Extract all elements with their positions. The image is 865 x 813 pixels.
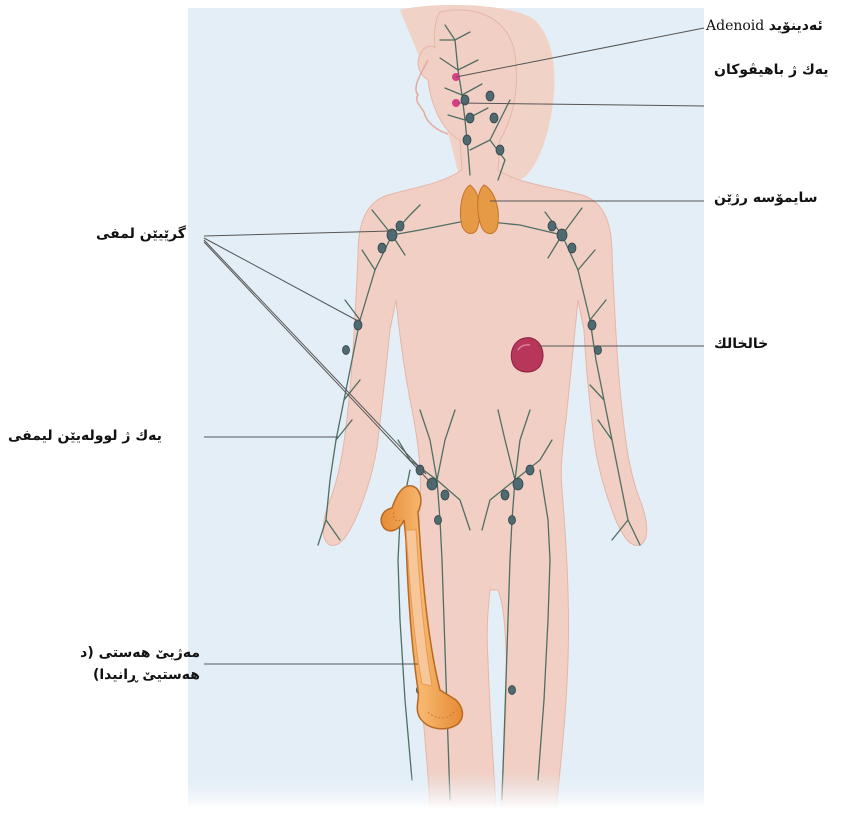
label-adenoid: Adenoid ئەدینۆید [706,18,823,34]
label-lymph-vessel: یەك ژ لوولەیێن لیمفی [8,428,162,444]
label-adenoid-latin: Adenoid [706,18,764,34]
label-adenoid-kurdish: ئەدینۆید [769,18,823,34]
label-tonsil: یەك ژ باهیڤوکان [714,62,829,78]
label-thymus: سایمۆسە رژێن [714,190,818,206]
bottom-fade [188,600,704,809]
label-bone-marrow: مەژیێ هەستی (د هەستیێ ڕانیدا) [40,642,200,686]
spleen [511,338,543,372]
label-lymph-nodes: گرێیێن لمفی [96,226,186,242]
label-spleen: خالخالك [714,336,768,352]
